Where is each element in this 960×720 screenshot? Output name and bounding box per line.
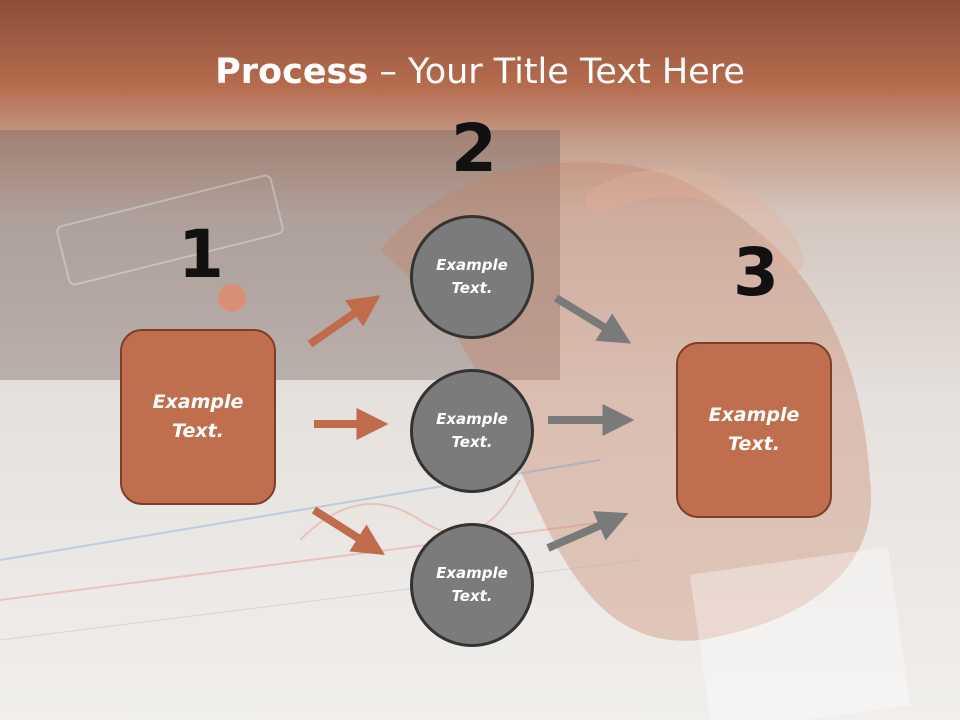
title-bold: Process <box>215 52 369 92</box>
step-2-circle-top[interactable]: Example Text. <box>410 215 534 339</box>
step-1-box[interactable]: Example Text. <box>120 329 276 505</box>
step-1-box-text: Example Text. <box>152 391 244 442</box>
arrow-bottom-to-right <box>546 511 629 552</box>
step-2-circle-middle[interactable]: Example Text. <box>410 369 534 493</box>
circle-bottom-text: Example Text. <box>436 564 508 605</box>
step-number-3: 3 <box>733 234 779 311</box>
step-number-2: 2 <box>451 110 497 187</box>
step-3-box[interactable]: Example Text. <box>676 342 832 518</box>
circle-middle-text: Example Text. <box>436 410 508 451</box>
slide-title: Process – Your Title Text Here <box>0 52 960 92</box>
arrow-left-to-top <box>307 295 381 348</box>
step-number-1: 1 <box>178 216 224 293</box>
circle-top-text: Example Text. <box>436 256 508 297</box>
step-3-box-text: Example Text. <box>708 404 800 455</box>
arrow-top-to-right <box>553 294 632 344</box>
step-2-circle-bottom[interactable]: Example Text. <box>410 523 534 647</box>
title-rest: – Your Title Text Here <box>368 52 745 92</box>
arrow-left-to-bottom <box>311 506 385 556</box>
